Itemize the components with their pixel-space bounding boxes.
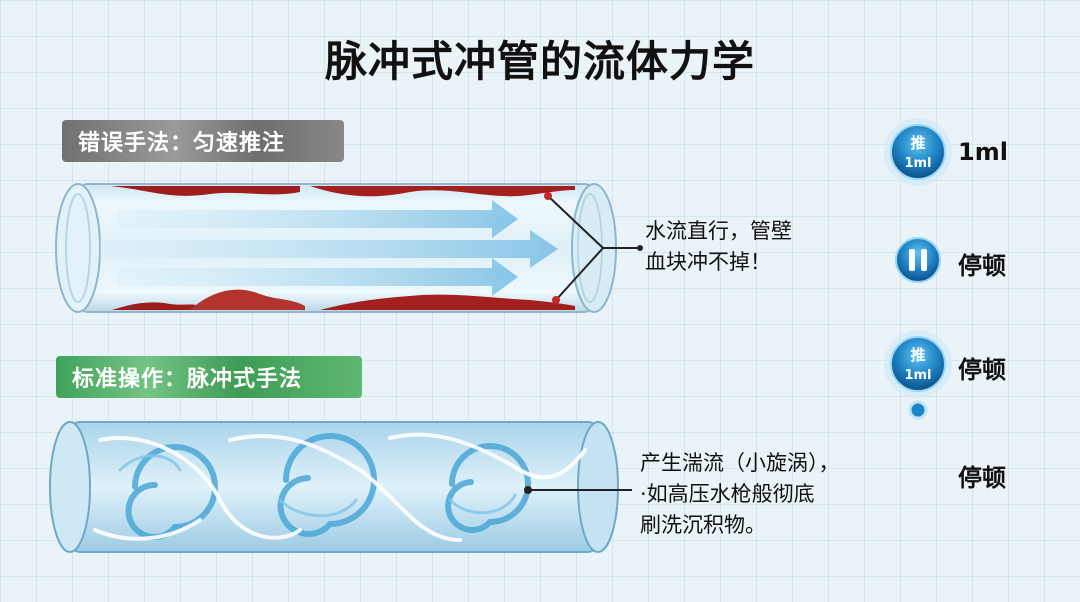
timeline-label-4: 停顿 bbox=[958, 464, 1006, 492]
note-line: 刷洗沉积物。 bbox=[640, 513, 766, 537]
page-title: 脉冲式冲管的流体力学 bbox=[324, 37, 755, 86]
push-node-2-amount: 1ml bbox=[904, 368, 931, 383]
push-node-1-amount: 1ml bbox=[904, 156, 931, 171]
timeline-label-3: 停顿 bbox=[958, 356, 1006, 384]
callout-line-bottom bbox=[524, 486, 632, 494]
callout-lines-top bbox=[544, 192, 643, 304]
turbulent-flow-note: 产生湍流（小旋涡）， ·如高压水枪般彻底 刷洗沉积物。 bbox=[640, 448, 840, 541]
note-line: 血块冲不掉！ bbox=[645, 250, 771, 274]
correct-method-banner: 标准操作：脉冲式手法 bbox=[56, 356, 362, 398]
push-node-1-text: 推 bbox=[910, 134, 925, 152]
straight-flow-note: 水流直行，管壁 血块冲不掉！ bbox=[645, 216, 792, 278]
timeline-label-1: 1ml bbox=[958, 138, 1008, 166]
blood-clot-deposits bbox=[110, 186, 575, 310]
timeline-end-dot bbox=[908, 400, 928, 420]
straight-flow-arrows bbox=[100, 200, 558, 296]
timeline-label-2: 停顿 bbox=[958, 252, 1006, 280]
vortex-swirls bbox=[93, 432, 587, 542]
push-1ml-node-2 bbox=[884, 330, 952, 398]
note-line: 产生湍流（小旋涡）， bbox=[640, 451, 840, 475]
pause-node bbox=[895, 237, 941, 283]
wrong-method-banner: 错误手法：匀速推注 bbox=[62, 120, 344, 162]
push-node-2-text: 推 bbox=[910, 346, 925, 364]
push-1ml-node-1 bbox=[884, 118, 952, 186]
note-line: ·如高压水枪般彻底 bbox=[640, 482, 815, 506]
note-line: 水流直行，管壁 bbox=[645, 219, 792, 243]
